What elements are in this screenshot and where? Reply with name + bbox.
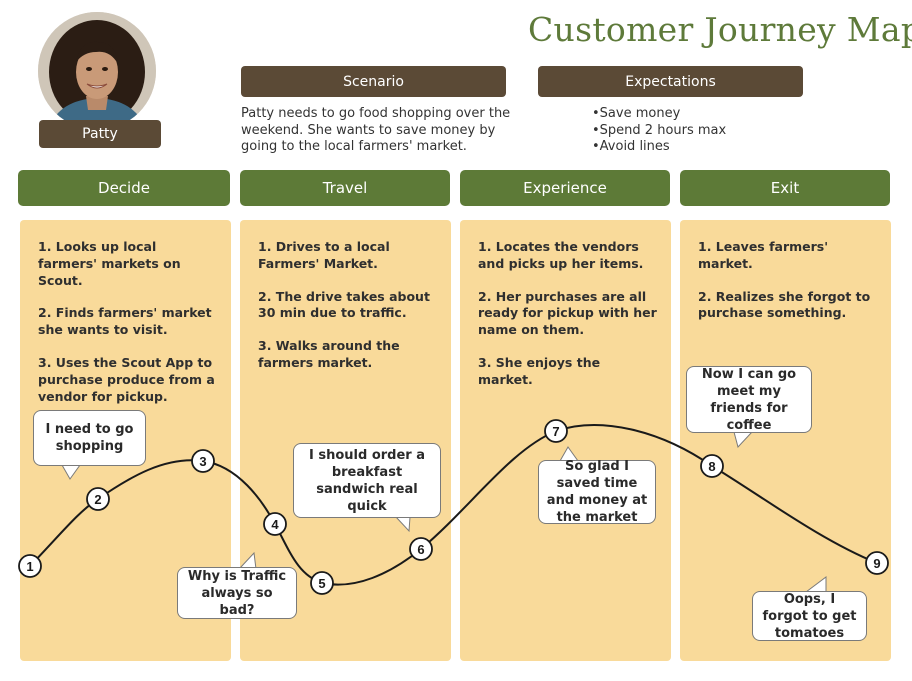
step-item: 3. Uses the Scout App to purchase produc… <box>38 354 215 404</box>
svg-text:5: 5 <box>318 576 325 591</box>
journey-line <box>29 424 878 586</box>
touchpoint-4: 4 <box>263 512 287 536</box>
scenario-heading: Scenario <box>241 66 506 97</box>
svg-text:7: 7 <box>552 424 559 439</box>
svg-text:8: 8 <box>708 459 715 474</box>
persona-photo <box>38 12 156 130</box>
thought-bubble-5: Now I can go meet my friends for coffee <box>686 366 812 433</box>
expectation-item: Avoid lines <box>592 139 726 156</box>
step-item: 1. Locates the vendors and picks up her … <box>478 239 644 271</box>
thought-bubble-2: Why is Traffic always so bad? <box>177 567 297 619</box>
touchpoint-8: 8 <box>700 454 724 478</box>
expectation-item: Spend 2 hours max <box>592 123 727 140</box>
step-item: 1. Leaves farmers' market. <box>698 239 829 271</box>
svg-text:6: 6 <box>417 542 424 557</box>
stage-header-decide: Decide <box>18 170 230 206</box>
persona-name: Patty <box>39 120 161 148</box>
step-item: 2. Her purchases are all ready for picku… <box>478 288 657 338</box>
touchpoint-9: 9 <box>865 551 889 575</box>
bubble-tail <box>394 516 411 533</box>
touchpoint-2: 2 <box>86 487 110 511</box>
svg-text:1: 1 <box>26 559 33 574</box>
thought-bubble-6: Oops, I forgot to get tomatoes <box>752 591 867 641</box>
touchpoint-1: 1 <box>18 554 42 578</box>
step-item: 1. Drives to a local Farmers' Market. <box>258 239 390 271</box>
page-title: Customer Journey Map <box>528 10 912 49</box>
expectations-list: Save money Spend 2 hours max Avoid lines <box>592 106 727 156</box>
scenario-text: Patty needs to go food shopping over the… <box>241 106 511 154</box>
stage-header-experience: Experience <box>460 170 670 206</box>
svg-text:9: 9 <box>873 556 880 571</box>
touchpoint-5: 5 <box>310 571 334 595</box>
step-item: 3. She enjoys the market. <box>478 354 601 387</box>
stage-header-exit: Exit <box>680 170 890 206</box>
stage-column-experience: 1. Locates the vendors and picks up her … <box>460 220 671 661</box>
thought-bubble-3: I should order a breakfast sandwich real… <box>293 443 441 518</box>
step-item: 1. Looks up local farmers' markets on Sc… <box>38 239 181 288</box>
svg-text:4: 4 <box>271 517 279 532</box>
svg-text:3: 3 <box>199 454 206 469</box>
persona-avatar <box>38 12 156 130</box>
step-item: 3. Walks around the farmers market. <box>258 338 400 370</box>
stage-column-exit: 1. Leaves farmers' market. 2. Realizes s… <box>680 220 891 661</box>
thought-bubble-1: I need to go shopping <box>33 410 146 466</box>
step-item: 2. The drive takes about 30 min due to t… <box>258 288 430 321</box>
expectation-item: Save money <box>592 106 726 123</box>
step-item: 2. Realizes she forgot to purchase somet… <box>698 288 871 321</box>
touchpoint-7: 7 <box>544 419 568 443</box>
svg-text:2: 2 <box>94 492 101 507</box>
bubble-tail <box>733 431 754 449</box>
expectations-heading: Expectations <box>538 66 803 97</box>
stage-header-travel: Travel <box>240 170 450 206</box>
step-item: 2. Finds farmers' market she wants to vi… <box>38 305 212 338</box>
touchpoint-3: 3 <box>191 449 215 473</box>
bubble-tail <box>61 464 81 480</box>
thought-bubble-4: So glad I saved time and money at the ma… <box>538 459 656 525</box>
touchpoint-6: 6 <box>409 537 433 561</box>
